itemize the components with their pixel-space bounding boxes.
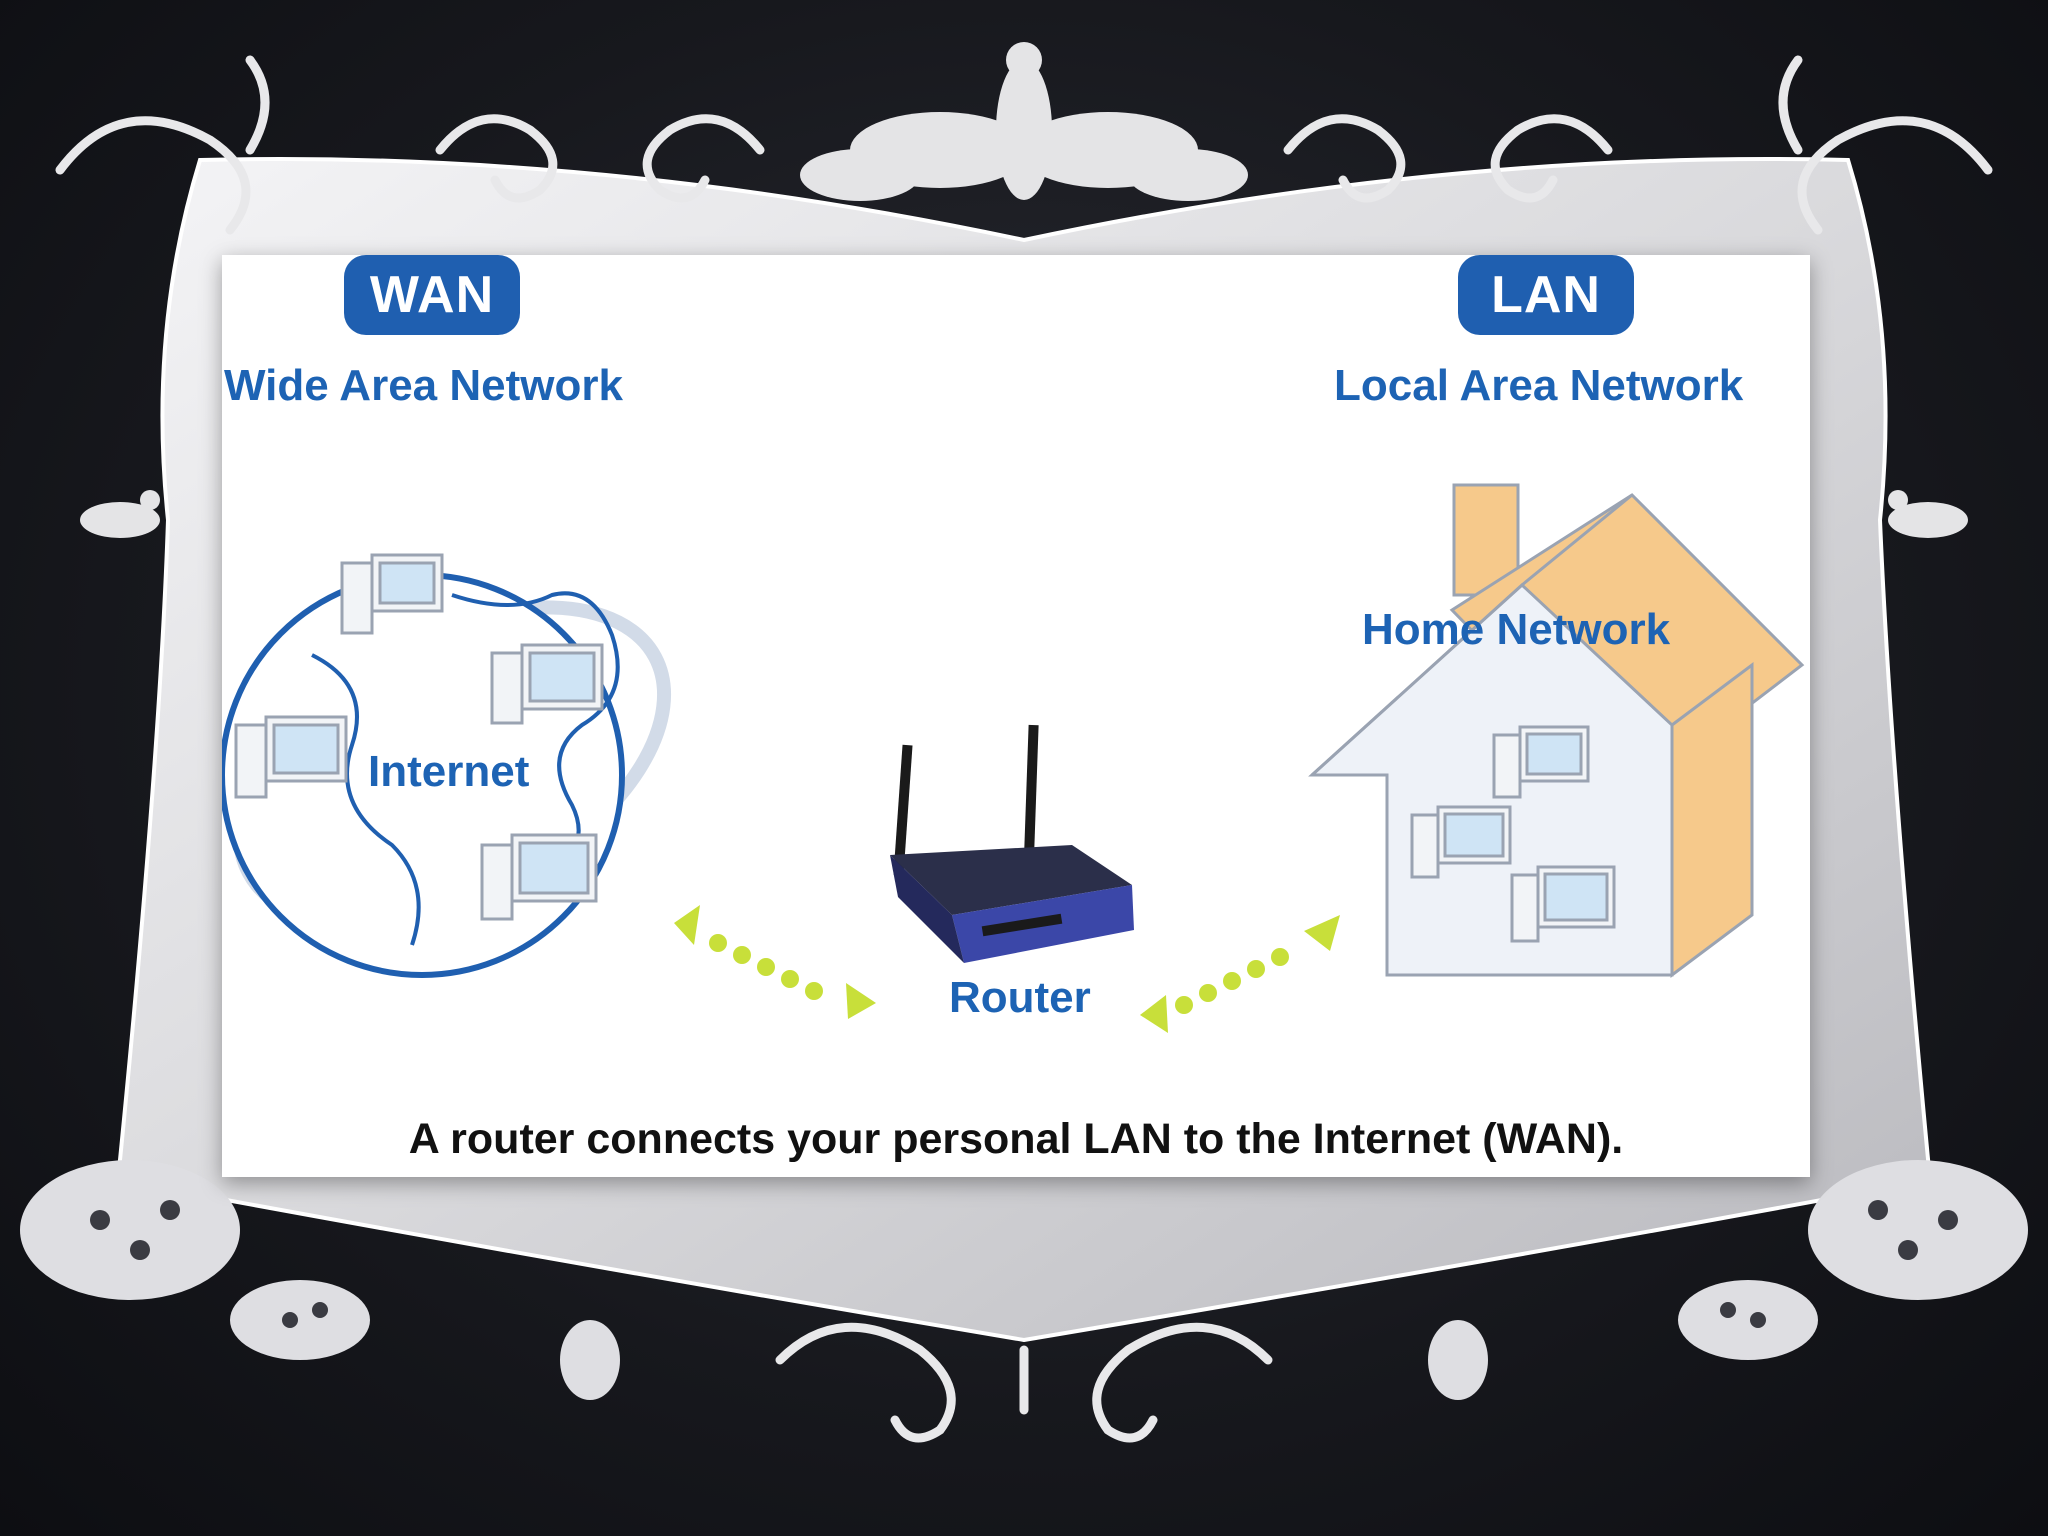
computer-2 — [490, 643, 604, 725]
computer-1 — [340, 553, 444, 635]
arrow-wan-router — [674, 905, 876, 1019]
home-network-label: Home Network — [1362, 605, 1671, 654]
lan-badge: LAN — [1458, 255, 1634, 335]
lace-holes — [90, 1200, 1958, 1328]
internet-label: Internet — [368, 747, 530, 796]
bottom-corner-lace — [20, 1160, 2028, 1400]
lan-subtitle: Local Area Network — [1334, 361, 1744, 410]
wan-badge: WAN — [344, 255, 520, 335]
home-computers — [1410, 725, 1616, 943]
top-ornament — [55, 55, 1993, 235]
diagram-graphics — [222, 483, 1805, 1033]
bottom-ornament — [775, 1322, 1273, 1443]
wan-subtitle: Wide Area Network — [224, 361, 623, 410]
diagram-panel: WAN Wide Area Network LAN Local Area Net… — [222, 255, 1810, 1177]
globe-continents — [311, 591, 620, 946]
computer-4 — [480, 833, 598, 921]
router-label: Router — [949, 973, 1091, 1022]
side-ornament — [80, 490, 1968, 538]
router-icon — [890, 724, 1134, 963]
arrow-router-lan — [1140, 915, 1340, 1033]
diagram-caption: A router connects your personal LAN to t… — [408, 1115, 1624, 1163]
top-center-flourish — [800, 42, 1248, 201]
computer-3 — [234, 715, 348, 799]
